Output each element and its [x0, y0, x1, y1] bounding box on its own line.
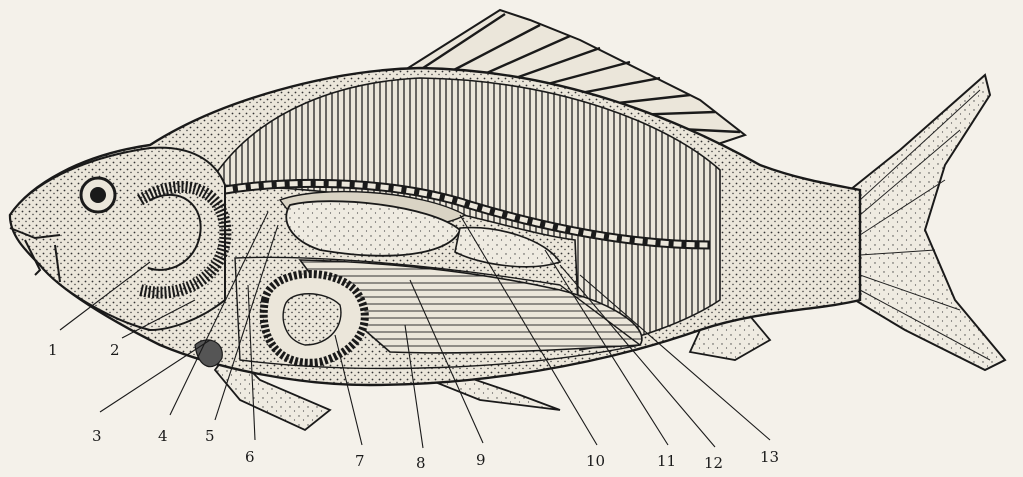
label-5: 5 [205, 427, 215, 445]
label-3: 3 [92, 427, 102, 445]
label-10: 10 [586, 452, 605, 470]
tail-fin [850, 75, 1005, 370]
label-1: 1 [48, 341, 58, 359]
head [10, 148, 225, 330]
label-4: 4 [158, 427, 168, 445]
label-13: 13 [760, 448, 779, 466]
label-2: 2 [110, 341, 120, 359]
eye-pupil [90, 187, 106, 203]
label-11: 11 [657, 452, 676, 470]
label-7: 7 [355, 452, 365, 470]
heart [195, 340, 222, 367]
label-9: 9 [476, 451, 486, 469]
label-6: 6 [245, 448, 255, 466]
label-12: 12 [704, 454, 723, 472]
label-8: 8 [416, 454, 426, 472]
